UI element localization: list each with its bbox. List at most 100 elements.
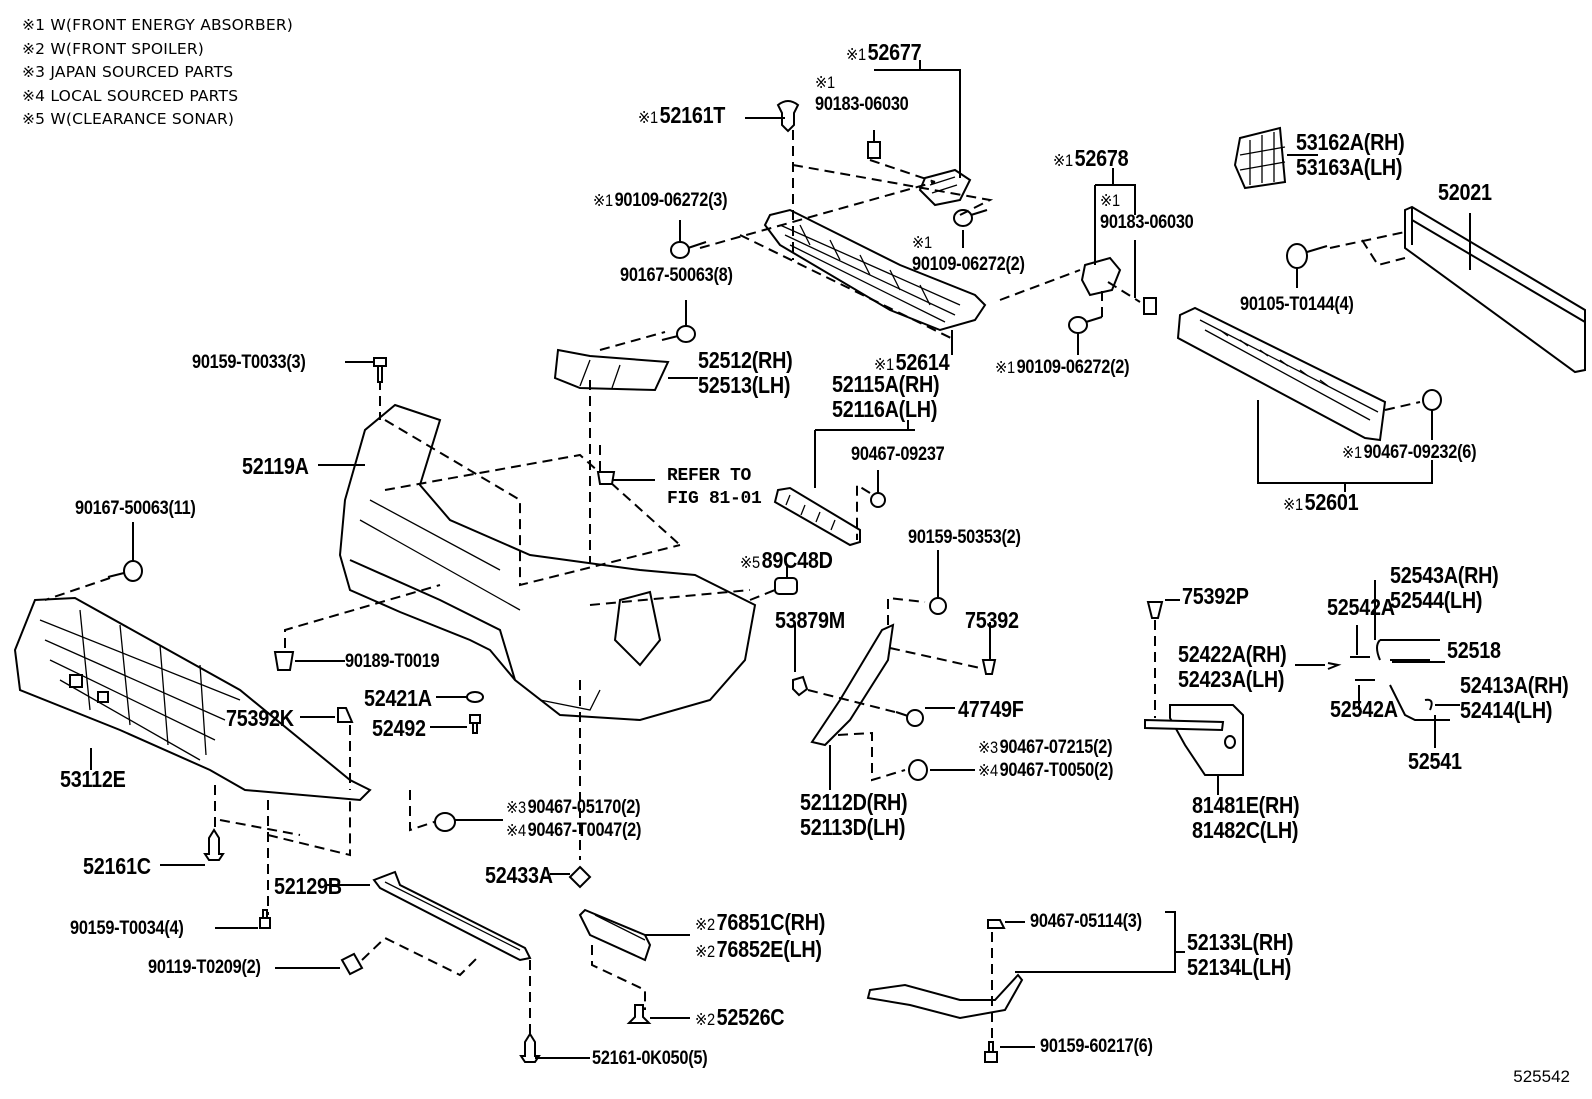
wire-group-part[interactable] [1327,639,1450,721]
lower-grille-53112E-part[interactable] [13,596,372,802]
part-label-52161C[interactable]: 52161C [83,853,151,879]
part-label-90467-05114-3[interactable]: 90467-05114(3) [1030,911,1142,932]
bolt-90109-2a-part[interactable] [953,209,988,227]
part-label-52543A[interactable]: 52543A(RH)52544(LH) [1390,562,1499,613]
clip-90467-09237-part[interactable] [870,492,886,508]
part-label-52021[interactable]: 52021 [1438,179,1492,205]
energy-absorber-part[interactable] [763,208,987,332]
clip-90467-09232-part[interactable] [1422,389,1442,411]
part-label-52112D[interactable]: 52112D(RH)52113D(LH) [800,789,908,840]
moulding-52115A-part[interactable] [773,486,861,547]
part-label-52119A[interactable]: 52119A [242,453,309,479]
part-label-90467-09232-6[interactable]: ※190467-09232(6) [1342,442,1477,463]
part-label-76851C[interactable]: ※276851C(RH)※276852E(LH) [695,909,826,962]
part-label-47749F[interactable]: 47749F [958,696,1024,722]
part-label-90109-06272-3[interactable]: ※190109-06272(3) [593,190,728,211]
part-label-90167-50063-11[interactable]: 90167-50063(11) [75,498,196,519]
bolt-90109-2b-part[interactable] [1068,316,1103,334]
part-label-52542A-upper[interactable]: 52542A [1327,594,1395,620]
part-label-53162A[interactable]: 53162A(RH)53163A(LH) [1296,129,1405,180]
part-label-52422A[interactable]: 52422A(RH)52423A(LH) [1178,641,1287,692]
clip-52526C-part[interactable] [626,1004,652,1024]
part-label-52413A[interactable]: 52413A(RH)52414(LH) [1460,672,1569,723]
part-label-90189-T0019[interactable]: 90189-T0019 [345,651,440,672]
part-label-90105-T0144-4[interactable]: 90105-T0144(4) [1240,294,1354,315]
part-label-53879M[interactable]: 53879M [775,607,845,633]
part-label-52161-0K050-5[interactable]: 52161-0K050(5) [592,1048,708,1069]
part-label-90467-05170[interactable]: ※390467-05170(2) [506,797,641,818]
part-label-90467-07215[interactable]: ※390467-07215(2) [978,737,1113,758]
deflector-52129B-part[interactable] [372,870,532,962]
bracket-52678-part[interactable] [1080,256,1122,297]
part-label-52492[interactable]: 52492 [372,715,426,741]
seal-52433A-part[interactable] [568,865,592,889]
clip-90467-07215-part[interactable] [908,759,928,781]
nut-90183-part[interactable] [867,141,881,159]
bracket-52112D-part[interactable] [810,623,895,747]
bolt-90159-T0033-part[interactable] [373,357,387,383]
part-label-90159-50353-2[interactable]: 90159-50353(2) [908,527,1021,548]
bracket-52133L-part[interactable] [866,973,1024,1020]
part-label-52115A[interactable]: 52115A(RH)52116A(LH) [832,371,940,422]
clip-75392K-part[interactable] [337,707,354,723]
washer-52421A-part[interactable] [466,691,484,703]
part-label-90467-09237[interactable]: 90467-09237 [851,444,945,465]
clip-52161C-part[interactable] [203,828,225,861]
part-label-52433A[interactable]: 52433A [485,862,553,888]
bumper-cover-52119A-part[interactable] [338,403,757,722]
clip-52161T-part[interactable] [776,100,800,133]
part-label-75392K[interactable]: 75392K [226,705,294,731]
part-label-53112E[interactable]: 53112E [60,766,126,792]
absorber-52601-part[interactable] [1176,306,1387,442]
part-label-90159-60217-6[interactable]: 90159-60217(6) [1040,1036,1153,1057]
bolt-90159-T0034-part[interactable] [259,909,271,929]
part-label-52518[interactable]: 52518 [1447,637,1501,663]
clip-90467-05114-part[interactable] [987,919,1006,929]
part-label-52541[interactable]: 52541 [1408,748,1462,774]
part-label-52421A[interactable]: 52421A [364,685,432,711]
part-label-90467-T0050[interactable]: ※490467-T0050(2) [978,760,1114,781]
bracket-52512-part[interactable] [553,348,670,392]
part-label-90467-T0047[interactable]: ※490467-T0047(2) [506,820,642,841]
sonar-bracket-53162A-part[interactable] [1233,126,1287,190]
part-label-90159-T0033-3[interactable]: 90159-T0033(3) [192,352,306,373]
reinforcement-52021-part[interactable] [1404,205,1586,374]
part-label-52601[interactable]: ※152601 [1283,489,1359,515]
bolt-90167-11-part[interactable] [107,560,143,582]
clip-90189-T0019-part[interactable] [273,651,295,671]
clip-53879M-part[interactable] [792,675,809,697]
nut-90183-b-part[interactable] [1143,297,1157,315]
part-label-52512[interactable]: 52512(RH)52513(LH) [698,347,793,398]
part-label-75392P[interactable]: 75392P [1182,583,1249,609]
part-label-52542A-lower[interactable]: 52542A [1330,696,1398,722]
bolt-90167-8-part[interactable] [661,325,696,343]
bracket-52677-part[interactable] [918,168,972,207]
clip-90159-50353-part[interactable] [929,597,947,615]
part-label-52161T[interactable]: ※152161T [638,102,726,128]
bolt-90109-3-part[interactable] [670,241,707,259]
part-label-75392[interactable]: 75392 [965,607,1019,633]
part-label-90109-06272-2b[interactable]: ※190109-06272(2) [995,357,1130,378]
part-label-52614[interactable]: ※152614 [874,349,950,375]
bolt-90119-part[interactable] [340,952,364,976]
clip-75392P-part[interactable] [1146,601,1164,619]
part-label-52133L[interactable]: 52133L(RH)52134L(LH) [1187,929,1294,980]
spoiler-76851C-part[interactable] [578,908,652,962]
part-label-90159-T0034-4[interactable]: 90159-T0034(4) [70,918,184,939]
part-label-90119-T0209-2[interactable]: 90119-T0209(2) [148,957,261,978]
part-label-52526C[interactable]: ※252526C [695,1004,785,1030]
mudguard-81481E-part[interactable] [1144,704,1244,776]
bolt-90105-part[interactable] [1286,243,1328,269]
clip-75392-part[interactable] [981,659,997,675]
part-label-52129B[interactable]: 52129B [274,873,342,899]
bolt-90159-60217-part[interactable] [984,1041,998,1063]
part-label-89C48D[interactable]: ※589C48D [740,547,833,573]
part-label-90167-50063-8[interactable]: 90167-50063(8) [620,265,733,286]
part-label-52677[interactable]: ※152677 [846,39,922,65]
bolt-52492-part[interactable] [469,714,481,734]
part-label-81481E[interactable]: 81481E(RH)81482C(LH) [1192,792,1300,843]
